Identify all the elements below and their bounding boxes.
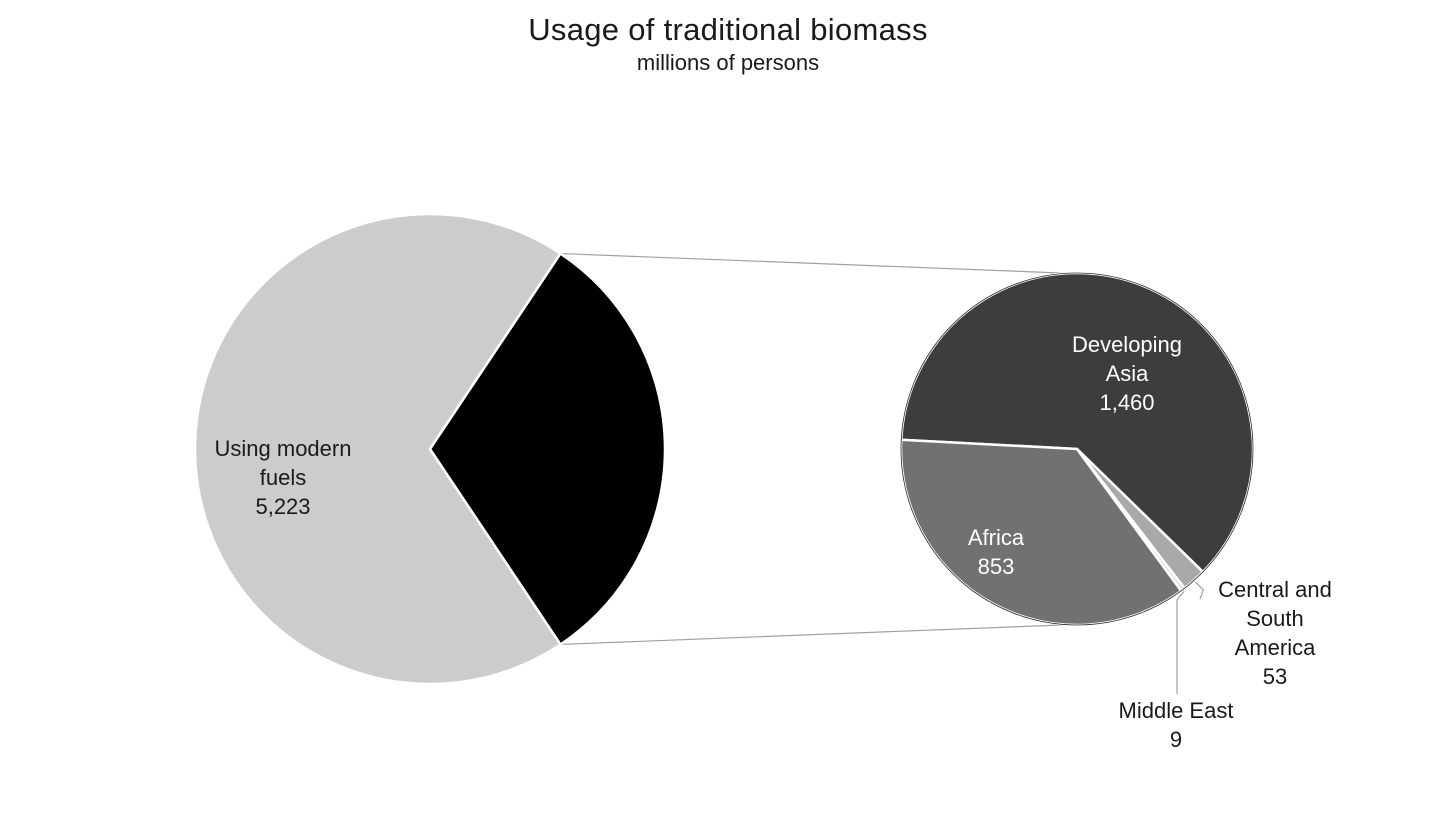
label-central-south-america-line: America [1235,635,1316,660]
label-middle-east-line: Middle East [1119,698,1234,723]
breakdown-pie [899,271,1255,627]
breakdown-pie-outline [900,272,1254,626]
label-middle-east: Middle East 9 [1119,698,1234,752]
label-using-modern-fuels: Using modern fuels 5,223 [215,436,352,519]
label-central-south-america-line: 53 [1263,664,1287,689]
label-developing-asia-line: 1,460 [1099,390,1154,415]
label-using-modern-fuels-line: 5,223 [255,494,310,519]
chart-subtitle: millions of persons [636,50,820,75]
label-middle-east-line: 9 [1170,727,1182,752]
label-developing-asia-line: Asia [1106,361,1150,386]
label-using-modern-fuels-line: fuels [260,465,306,490]
label-central-south-america-line: South [1246,606,1304,631]
chart-title: Usage of traditional biomass [528,12,928,47]
label-central-south-america-line: Central and [1218,577,1332,602]
main-pie [193,212,667,686]
label-africa-line: Africa [968,525,1025,550]
connector-lines [560,252,1205,694]
label-using-modern-fuels-line: Using modern [215,436,352,461]
leader-line-central-south-america [1194,581,1205,600]
main-slice-traditional-biomass [428,251,667,647]
label-developing-asia-line: Developing [1072,332,1182,357]
label-africa: Africa 853 [968,525,1025,579]
connector-line-bottom [560,624,1068,646]
connector-line-top [560,252,1068,274]
leader-line-middle-east [1176,590,1185,694]
main-slice-using-modern-fuels [193,212,563,686]
label-africa-line: 853 [978,554,1015,579]
